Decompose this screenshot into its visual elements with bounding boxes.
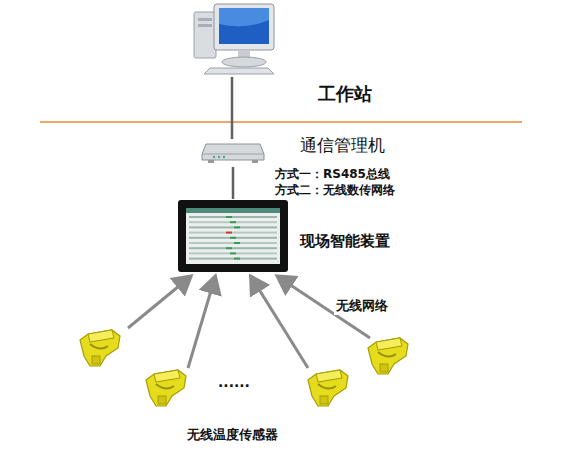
connector <box>232 77 233 139</box>
node-label: 通信管理机 <box>300 134 385 157</box>
comm-manager-node: 通信管理机 <box>200 140 266 166</box>
mode-note: 方式一：RS485总线 <box>275 166 390 183</box>
connector <box>128 276 370 368</box>
node-label: 工作站 <box>318 82 372 106</box>
panel-device <box>178 200 288 272</box>
sensor-node: 无线温度传感器 <box>70 320 420 426</box>
node-label: 无线温度传感器 <box>187 426 278 444</box>
workstation-node: 工作站 <box>190 0 290 76</box>
computer-icon <box>190 0 290 76</box>
node-shape <box>178 200 288 276</box>
smart-device-node: 现场智能装置 <box>178 200 288 272</box>
node-shape <box>190 0 290 80</box>
node-label: 现场智能装置 <box>300 232 390 251</box>
connector-line <box>188 276 215 368</box>
sensor-group <box>70 320 420 426</box>
connector-line <box>231 77 234 139</box>
node-shape <box>200 140 266 170</box>
router-icon <box>200 140 266 166</box>
ellipsis-mark: ...... <box>218 374 250 390</box>
connector-line <box>232 167 235 199</box>
connector <box>233 167 234 199</box>
connector-line <box>128 276 191 328</box>
mode-note: 方式二：无线数传网络 <box>275 182 395 199</box>
orange-rule <box>40 121 522 123</box>
edge-label: 无线网络 <box>334 297 390 315</box>
